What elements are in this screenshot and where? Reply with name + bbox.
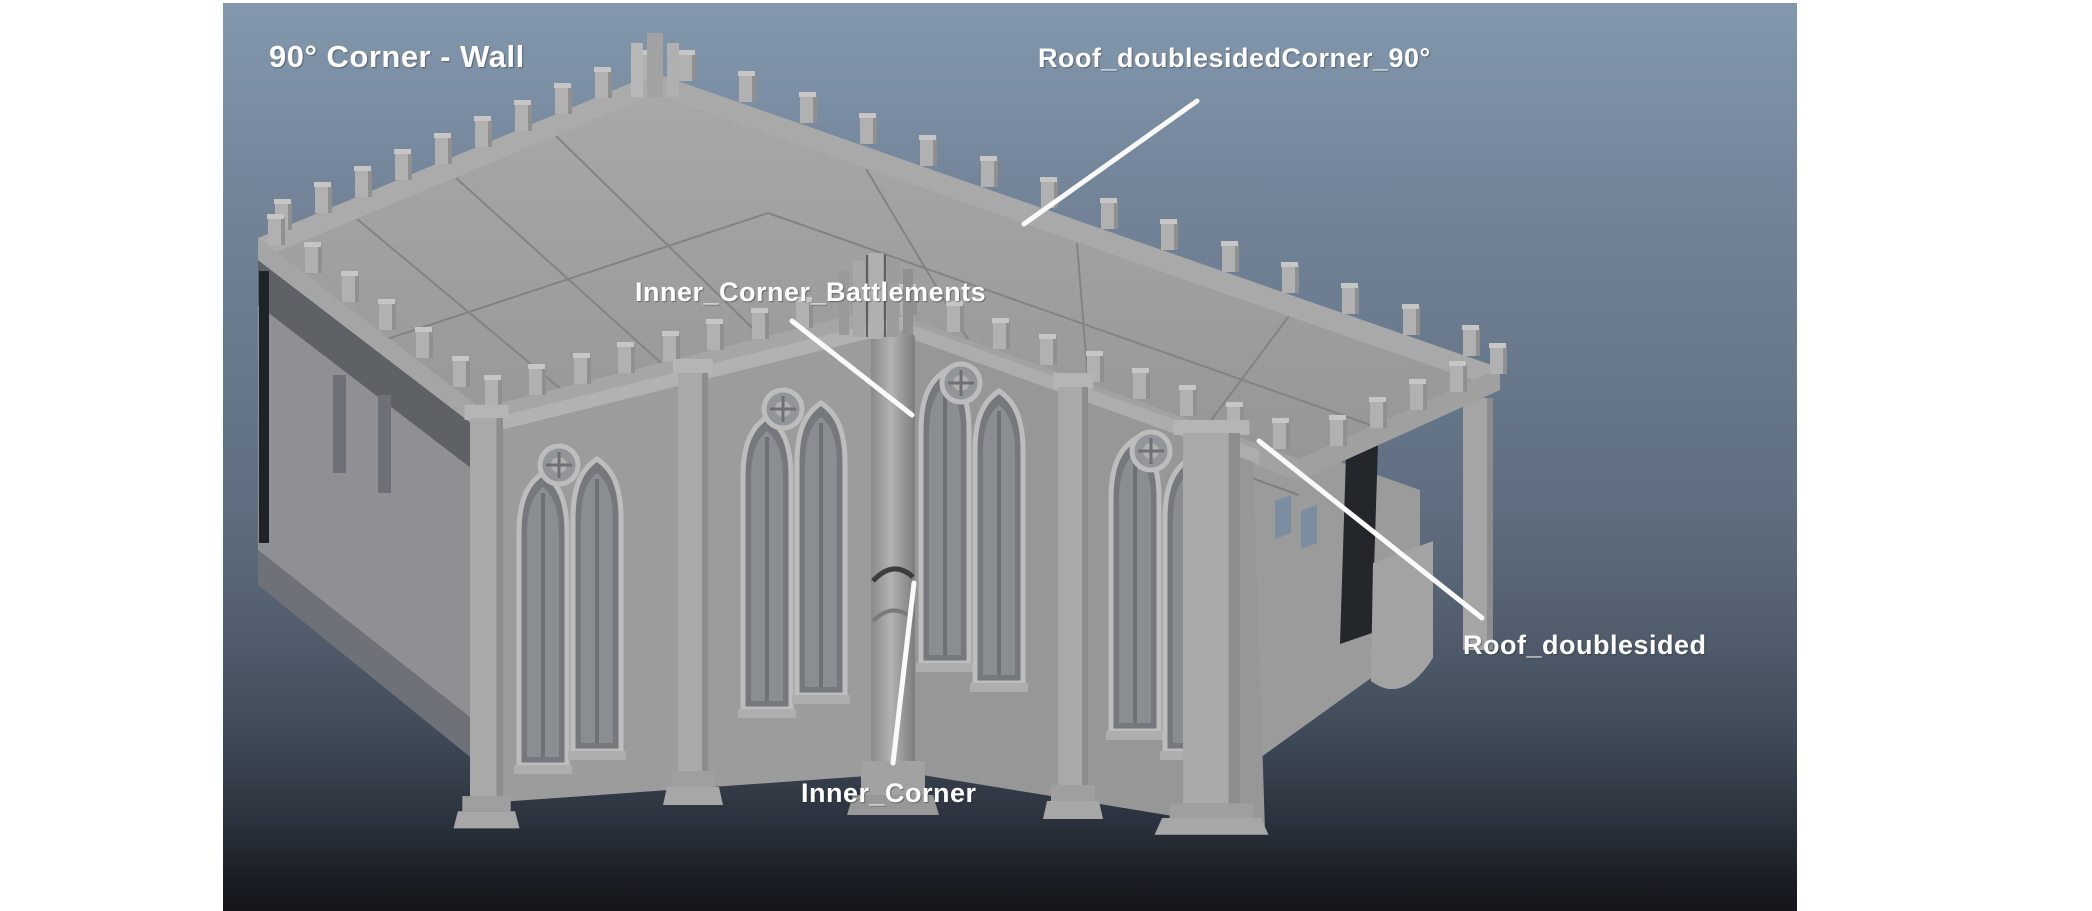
left-open-end: [258, 260, 480, 765]
inner-corner-battlement-crown: [839, 253, 913, 339]
apex-corner-battlement: [631, 33, 679, 97]
annotation-lines: [789, 98, 1485, 766]
annotation-line-inner-corner: [890, 580, 917, 766]
annotation-label-inner-corner-battlements: Inner_Corner_Battlements: [635, 277, 987, 307]
annotation-line-inner-corner-battlements: [789, 318, 915, 418]
right-open-end: [1250, 398, 1493, 765]
model-render: [258, 33, 1507, 835]
annotation-line-roof-doublesided: [1256, 438, 1485, 621]
annotation-label-roof-corner: Roof_doublesidedCorner_90°: [1038, 43, 1431, 73]
left-wall: [453, 316, 910, 829]
annotation-line-roof-corner: [1021, 98, 1200, 227]
viewport-3d[interactable]: 90° Corner - Wall Roof_doublesidedCorner…: [223, 3, 1797, 911]
page-title: 90° Corner - Wall: [269, 39, 525, 74]
annotation-label-roof-doublesided: Roof_doublesided: [1463, 630, 1707, 660]
right-wall: [887, 316, 1269, 835]
annotation-label-inner-corner: Inner_Corner: [801, 778, 977, 808]
